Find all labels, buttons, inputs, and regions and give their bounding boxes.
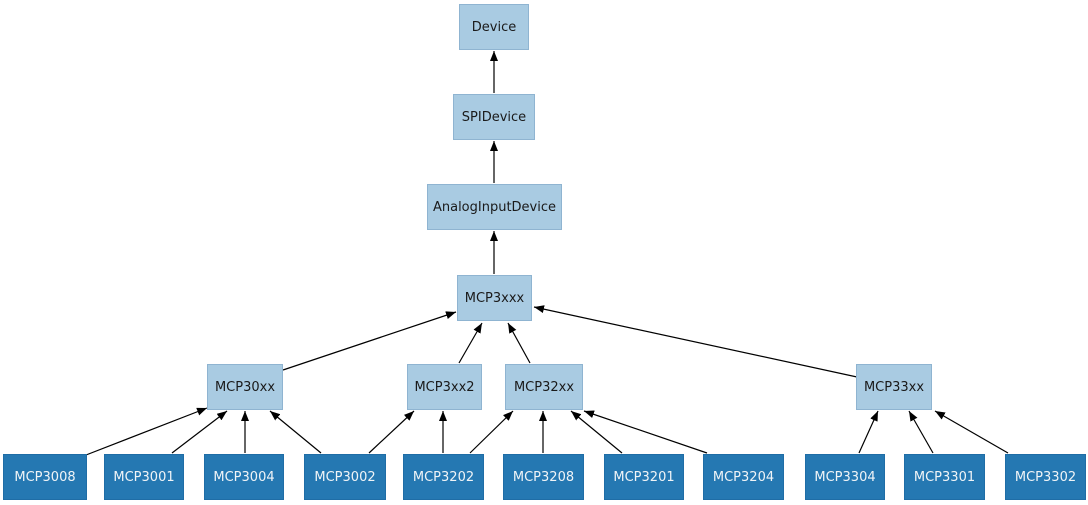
node-mcp3008[interactable]: MCP3008 bbox=[3, 454, 87, 500]
node-mcp3004[interactable]: MCP3004 bbox=[204, 454, 284, 500]
edge-mcp3002-mcp3xx2 bbox=[368, 410, 415, 454]
node-mcp3xxx[interactable]: MCP3xxx bbox=[457, 275, 532, 321]
node-mcp3204[interactable]: MCP3204 bbox=[703, 454, 784, 500]
node-mcp3208[interactable]: MCP3208 bbox=[503, 454, 584, 500]
node-analoginputdevice[interactable]: AnalogInputDevice bbox=[427, 184, 562, 230]
node-device[interactable]: Device bbox=[459, 4, 529, 50]
node-mcp3001[interactable]: MCP3001 bbox=[104, 454, 184, 500]
edge-mcp3002-mcp30xx bbox=[269, 410, 322, 454]
edge-mcp3301-mcp33xx bbox=[908, 410, 934, 454]
node-mcp3301[interactable]: MCP3301 bbox=[904, 454, 985, 500]
edge-mcp32xx-mcp3xxx bbox=[507, 322, 531, 364]
edge-mcp3204-mcp32xx bbox=[583, 410, 708, 454]
edge-mcp3008-mcp30xx bbox=[85, 407, 208, 456]
node-mcp30xx[interactable]: MCP30xx bbox=[207, 364, 283, 410]
edge-mcp3201-mcp32xx bbox=[570, 410, 623, 454]
edge-mcp3xx2-mcp3xxx bbox=[458, 322, 483, 364]
edge-mcp3001-mcp30xx bbox=[171, 410, 228, 454]
edge-mcp3304-mcp33xx bbox=[858, 410, 879, 454]
node-mcp32xx[interactable]: MCP32xx bbox=[505, 364, 583, 410]
node-mcp3202[interactable]: MCP3202 bbox=[403, 454, 484, 500]
edge-mcp3202-mcp32xx bbox=[469, 410, 514, 454]
node-mcp3304[interactable]: MCP3304 bbox=[805, 454, 885, 500]
node-mcp3xx2[interactable]: MCP3xx2 bbox=[407, 364, 482, 410]
node-mcp3002[interactable]: MCP3002 bbox=[304, 454, 386, 500]
node-mcp3201[interactable]: MCP3201 bbox=[604, 454, 684, 500]
node-mcp33xx[interactable]: MCP33xx bbox=[856, 364, 932, 410]
edge-mcp30xx-mcp3xxx bbox=[282, 311, 457, 371]
node-spidevice[interactable]: SPIDevice bbox=[453, 94, 535, 140]
node-mcp3302[interactable]: MCP3302 bbox=[1005, 454, 1086, 500]
edge-mcp3302-mcp33xx bbox=[934, 410, 1009, 454]
